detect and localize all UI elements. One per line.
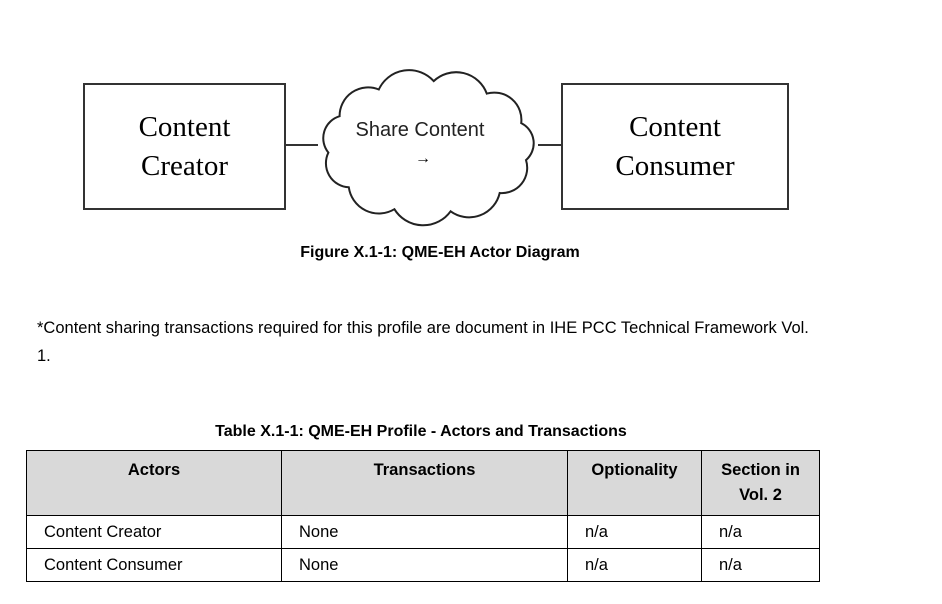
cell: n/a (701, 515, 820, 549)
header-actors: Actors (26, 450, 282, 516)
note-paragraph: *Content sharing transactions required f… (37, 319, 809, 365)
table-caption: Table X.1-1: QME-EH Profile - Actors and… (215, 423, 627, 440)
actor-label: Consumer (615, 149, 735, 182)
table-row: Content Consumer None n/a n/a (26, 548, 820, 582)
cell: n/a (701, 548, 820, 582)
header-transactions: Transactions (281, 450, 568, 516)
actor-label: Content (138, 110, 231, 143)
actor-label: Creator (141, 149, 228, 182)
actors-transactions-table: Actors Transactions Optionality Section … (26, 450, 820, 582)
table-header-row: Actors Transactions Optionality Section … (26, 450, 820, 516)
cell: Content Creator (26, 515, 282, 549)
figure-caption: Figure X.1-1: QME-EH Actor Diagram (300, 244, 580, 261)
cell: None (281, 515, 568, 549)
actor-label: Content (629, 110, 721, 143)
cloud-label: Share Content (355, 119, 485, 141)
table-row: Content Creator None n/a n/a (26, 515, 820, 549)
share-content-cloud (322, 69, 535, 227)
cell: Content Consumer (26, 548, 282, 582)
arrow-icon: → (415, 150, 431, 167)
cell: n/a (567, 515, 702, 549)
cell: None (281, 548, 568, 582)
header-optionality: Optionality (567, 450, 702, 516)
header-section: Section in Vol. 2 (701, 450, 820, 516)
cell: n/a (567, 548, 702, 582)
